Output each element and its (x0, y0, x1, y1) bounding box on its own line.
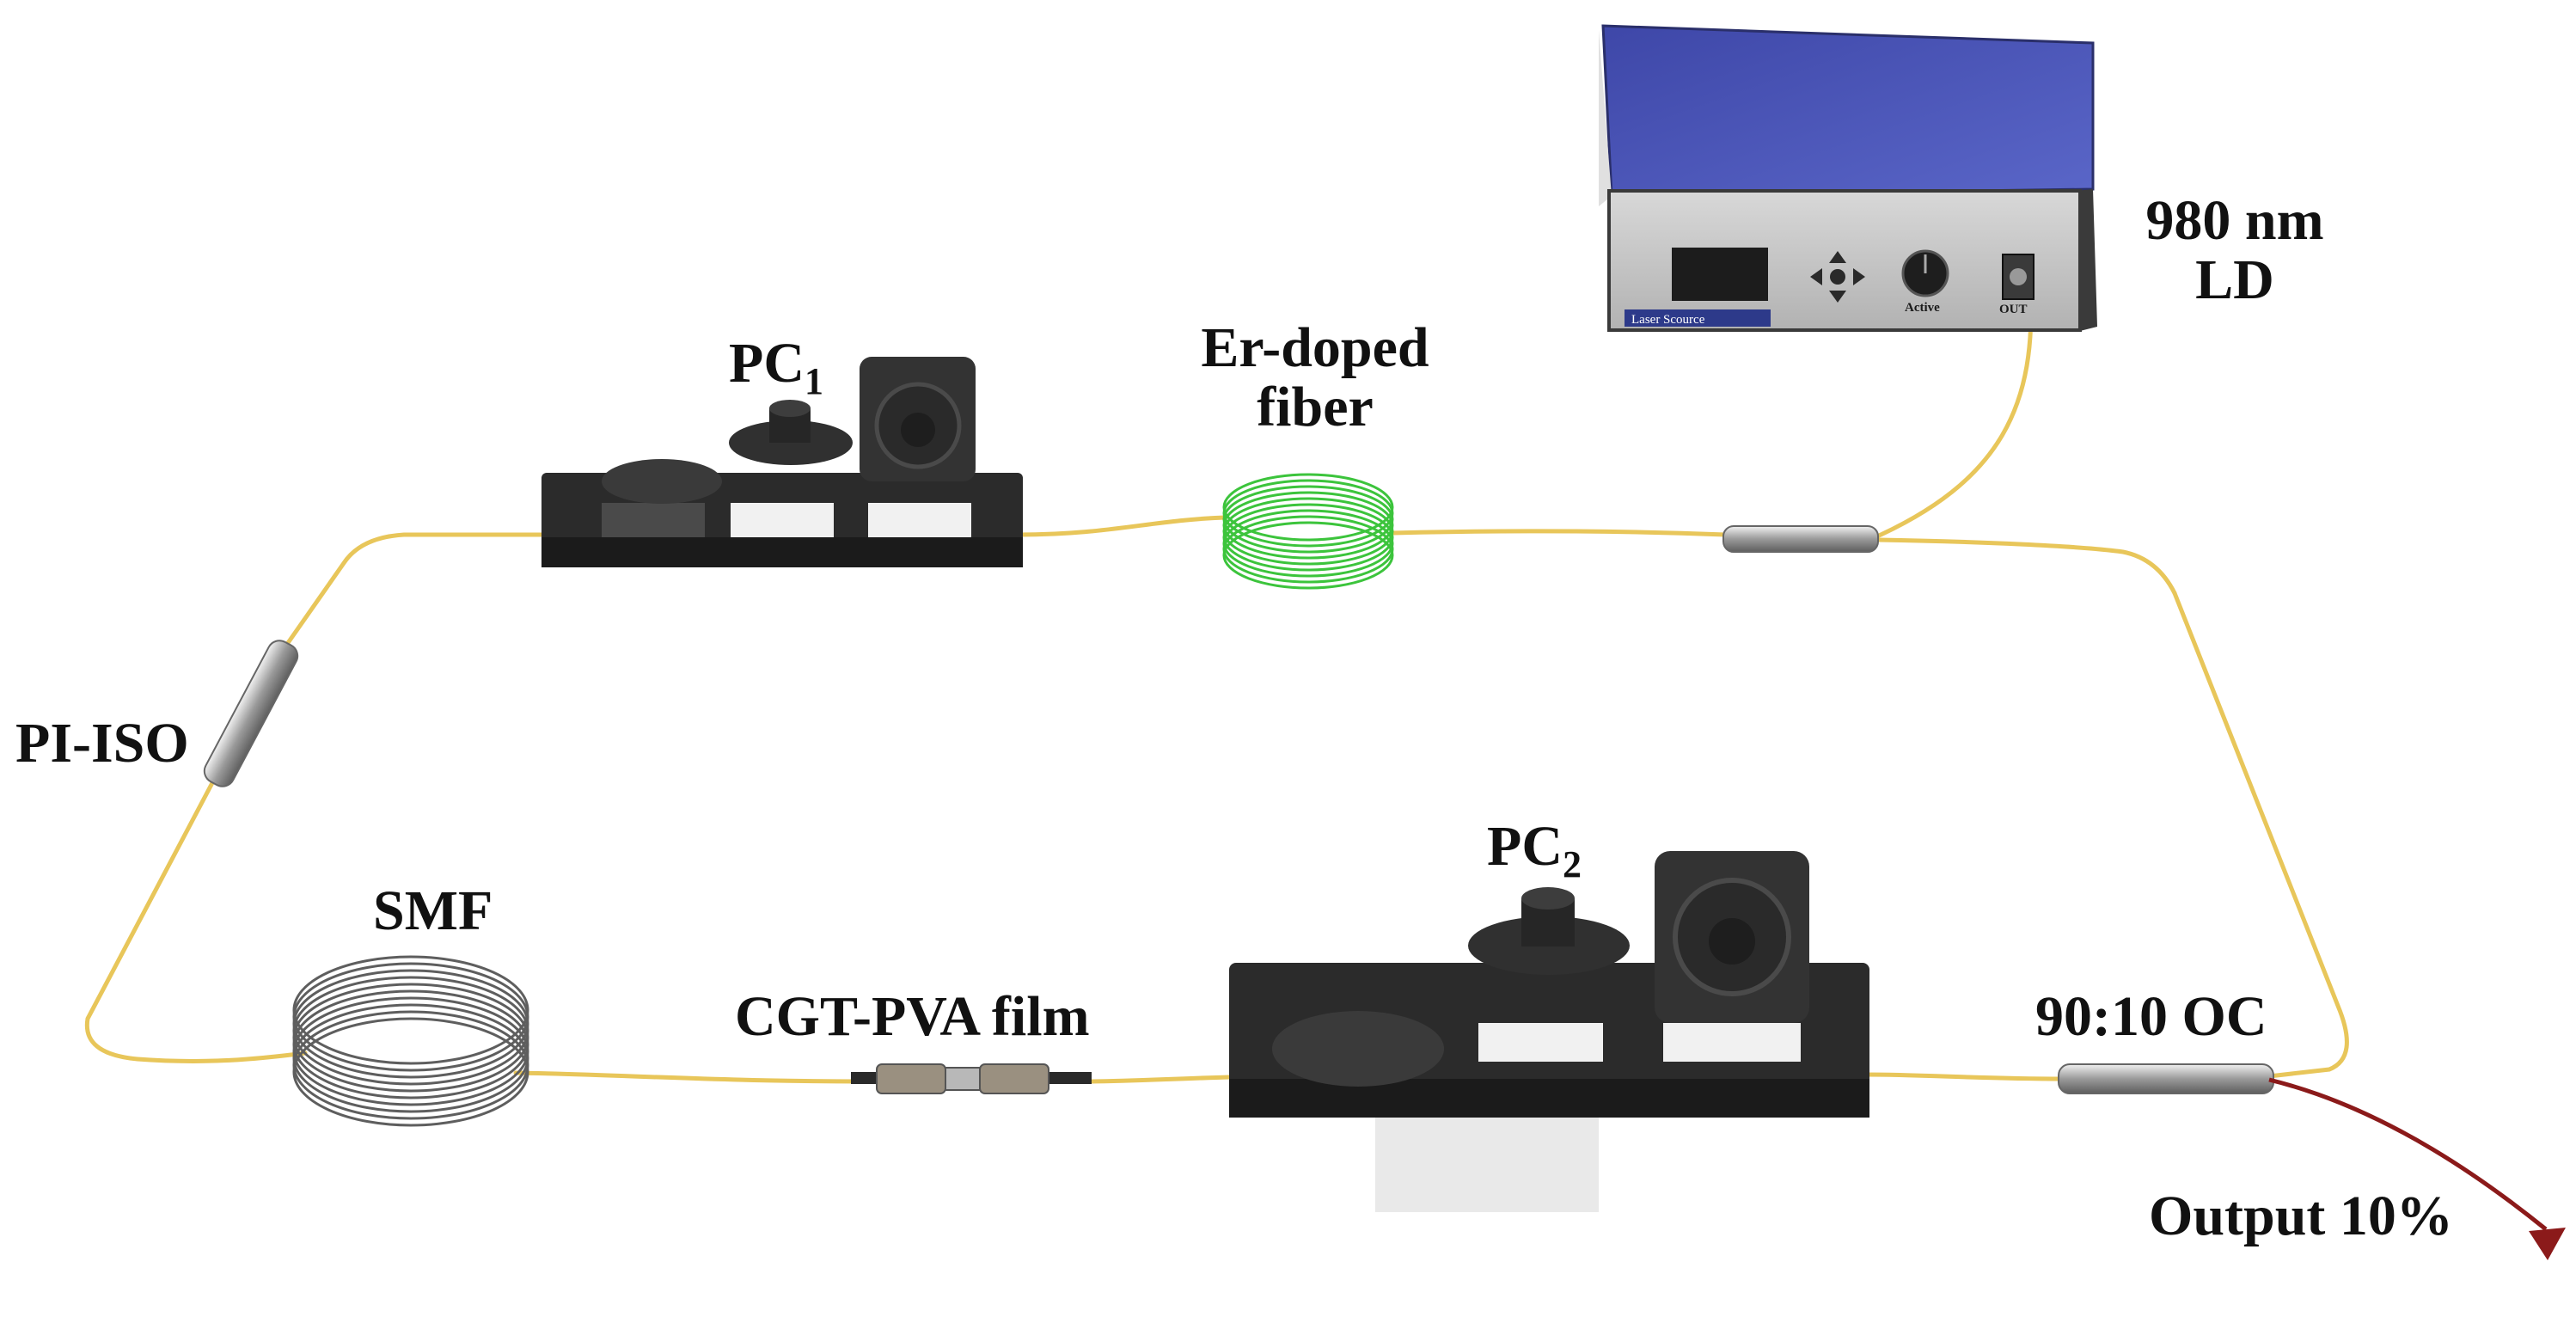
laser-diode-source: Laser Scource Active OUT (1599, 24, 2097, 332)
fiber-top-2 (1390, 529, 1729, 537)
er-fiber-label-line2: fiber (1257, 376, 1374, 439)
ld-label-line2: LD (2195, 248, 2274, 312)
laser-nav-pad-icon (1810, 251, 1865, 303)
smf-label: SMF (373, 879, 493, 942)
pc2-paddle-flat (1272, 1011, 1444, 1087)
pc1-paddle-flat (602, 459, 722, 504)
er-doped-fiber-coil (1222, 473, 1394, 590)
wdm-coupler (1722, 525, 1879, 553)
laser-port-label: OUT (1999, 303, 2028, 316)
pc1-label: PC1 (729, 334, 823, 401)
fiber-right (2172, 591, 2349, 1079)
pc2-label: PC2 (1487, 817, 1582, 885)
laser-top-edge (1599, 30, 1612, 206)
oc-label: 90:10 OC (2035, 985, 2267, 1048)
pc1-label-main: PC (729, 332, 805, 395)
pi-iso-label: PI-ISO (15, 712, 189, 775)
pc2-label-sub: 2 (1562, 843, 1582, 885)
laser-brand-strip (1625, 309, 1771, 327)
pc2-label-main: PC (1487, 815, 1563, 878)
polarization-controller-1 (542, 357, 1023, 567)
pc1-label-sub: 1 (804, 360, 823, 402)
er-fiber-label-line1: Er-doped (1201, 316, 1429, 379)
cgt-pva-label: CGT-PVA film (735, 985, 1090, 1048)
pc2-shadow (1375, 1109, 1599, 1212)
fiber-left-2 (281, 532, 553, 652)
laser-display (1672, 248, 1768, 301)
ld-label: 980 nm LD (2110, 191, 2359, 310)
fiber-ring (84, 281, 2349, 1084)
fiber-bottom (1863, 1072, 2065, 1081)
fiber-top (1016, 515, 1227, 537)
smf-coil (292, 955, 529, 1127)
laser-brand-text: Laser Scource (1631, 313, 1705, 327)
ld-label-line1: 980 nm (2145, 189, 2324, 252)
er-fiber-label: Er-doped fiber (1152, 318, 1478, 438)
output-label: Output 10% (2149, 1185, 2453, 1247)
fiber-bottom-3 (513, 1070, 862, 1084)
output-arrow (2268, 1077, 2566, 1260)
fiber-left (84, 775, 308, 1063)
laser-top-face (1601, 24, 2095, 198)
laser-knob-label: Active (1905, 301, 1940, 315)
pi-isolator (203, 640, 299, 787)
polarization-controller-2 (1229, 851, 1869, 1212)
fiber-top-3 (1875, 537, 2177, 596)
output-arrowhead-icon (2529, 1228, 2566, 1260)
cgt-pva-film-connector (851, 1063, 1092, 1094)
output-coupler (2058, 1063, 2274, 1094)
fiber-bottom-2 (1085, 1075, 1232, 1084)
